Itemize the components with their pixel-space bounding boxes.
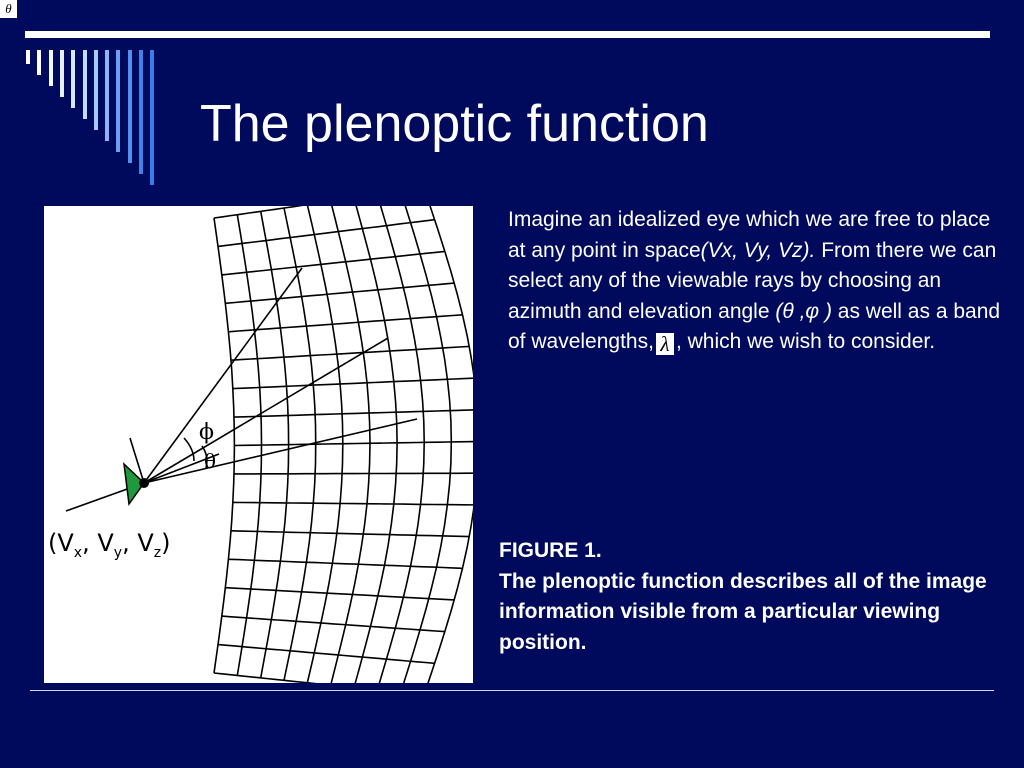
grid-line bbox=[378, 206, 426, 683]
ray-line bbox=[143, 337, 389, 484]
grid-line bbox=[225, 282, 455, 305]
grid-line bbox=[230, 345, 470, 361]
grid-line bbox=[217, 643, 435, 665]
decorative-bar bbox=[37, 50, 42, 75]
theta-symbol-box: θ bbox=[0, 0, 17, 18]
coordinate-label: (Vx, Vy, Vz) bbox=[48, 529, 171, 561]
lambda-symbol: λ bbox=[655, 333, 674, 355]
theta-label: θ bbox=[204, 449, 216, 473]
plenoptic-figure: ϕ θ (Vx, Vy, Vz) bbox=[44, 206, 473, 683]
grid-line bbox=[232, 377, 473, 390]
grid-line bbox=[234, 440, 473, 447]
decorative-bar bbox=[139, 50, 143, 174]
decorative-bar bbox=[26, 50, 30, 64]
ray-line bbox=[143, 267, 303, 484]
grid-line bbox=[427, 206, 473, 683]
decorative-bar bbox=[150, 50, 155, 185]
figure-svg: ϕ θ (Vx, Vy, Vz) bbox=[48, 206, 473, 683]
decorative-bar bbox=[82, 50, 87, 119]
decorative-bar bbox=[59, 50, 64, 97]
decorative-bar bbox=[116, 50, 121, 152]
ray-line bbox=[129, 437, 145, 484]
decorative-bar bbox=[48, 50, 53, 86]
description-paragraph: Imagine an idealized eye which we are fr… bbox=[508, 208, 1001, 356]
caption-text: The plenoptic function describes all of … bbox=[499, 569, 987, 654]
decorative-bar bbox=[127, 50, 132, 163]
grid-line bbox=[213, 217, 236, 674]
bottom-divider bbox=[30, 690, 994, 691]
grid-line bbox=[232, 501, 473, 506]
grid-line bbox=[217, 218, 435, 248]
slide-title: The plenoptic function bbox=[200, 95, 709, 153]
ray-line bbox=[143, 418, 418, 484]
grid-line bbox=[225, 586, 455, 601]
top-divider bbox=[25, 31, 990, 38]
grid-line bbox=[402, 206, 453, 683]
theta-arc bbox=[201, 445, 208, 469]
caption-heading: FIGURE 1. bbox=[499, 539, 602, 562]
grid-line bbox=[230, 530, 470, 538]
grid-line bbox=[354, 206, 398, 683]
grid-line bbox=[233, 409, 473, 418]
grid-line bbox=[228, 558, 463, 570]
decorative-bar bbox=[71, 50, 76, 108]
grid-line bbox=[234, 472, 473, 475]
phi-arc bbox=[183, 437, 195, 462]
decorative-bar bbox=[93, 50, 98, 130]
grid-line bbox=[221, 615, 445, 633]
grid-line bbox=[221, 250, 445, 276]
decorative-bar bbox=[105, 50, 110, 141]
phi-label: ϕ bbox=[199, 420, 214, 445]
ray-lines bbox=[65, 267, 418, 512]
grid-line bbox=[213, 206, 304, 219]
grid-line bbox=[228, 314, 463, 333]
grid-line bbox=[213, 672, 318, 683]
eye-icon bbox=[122, 462, 149, 506]
figure-caption: FIGURE 1. The plenoptic function describ… bbox=[499, 536, 999, 658]
